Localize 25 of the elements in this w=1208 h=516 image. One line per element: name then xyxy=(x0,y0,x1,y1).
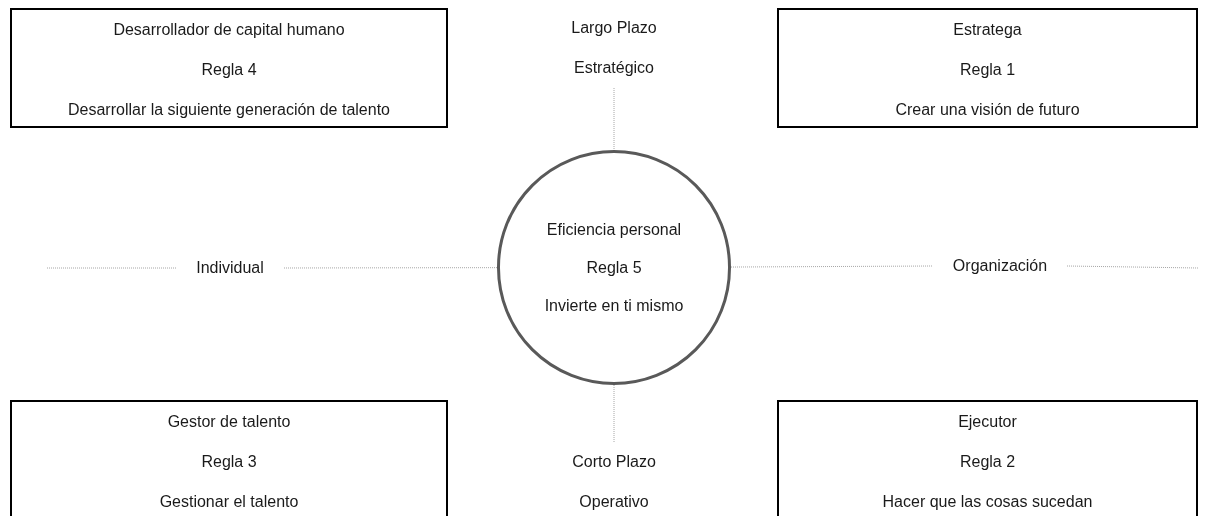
connector-line xyxy=(730,265,934,268)
role-box xyxy=(10,8,448,128)
node-text: Eficiencia personal xyxy=(546,219,682,240)
connector-line xyxy=(613,87,615,151)
node-text: Ejecutor xyxy=(958,412,1017,432)
node-text: Regla 2 xyxy=(959,452,1016,472)
connector-line xyxy=(1066,265,1199,269)
role-box xyxy=(777,8,1198,128)
node-text: Invierte en ti mismo xyxy=(544,295,684,316)
connector-line xyxy=(613,384,615,443)
connector-line xyxy=(283,267,498,269)
node-text: Gestionar el talento xyxy=(159,492,299,512)
node-text: Regla 4 xyxy=(201,60,257,80)
connector-line xyxy=(46,267,177,269)
node-text: Regla 3 xyxy=(201,452,257,472)
role-box xyxy=(777,400,1198,516)
node-text: Regla 1 xyxy=(959,60,1016,80)
node-text: Estratega xyxy=(953,20,1022,40)
node-text: Regla 5 xyxy=(586,257,642,278)
node-text: Crear una visión de futuro xyxy=(895,100,1080,120)
node-text: Desarrollar la siguiente generación de talento xyxy=(68,100,390,120)
node-text: Hacer que las cosas sucedan xyxy=(882,492,1093,512)
node-text: Gestor de talento xyxy=(167,412,291,432)
role-box xyxy=(10,400,448,516)
node-text: Desarrollador de capital humano xyxy=(113,20,345,40)
